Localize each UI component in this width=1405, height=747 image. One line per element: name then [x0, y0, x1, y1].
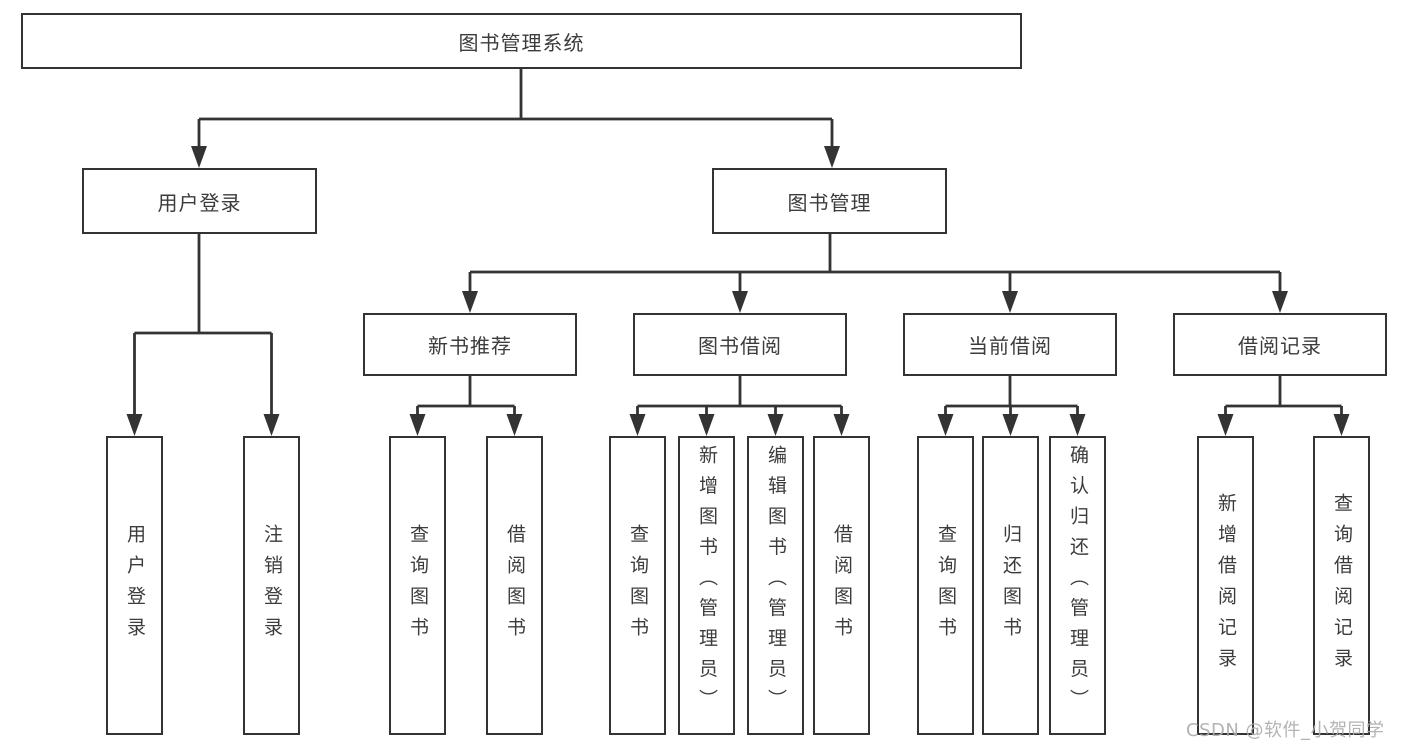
leaf-query-books-current: 查询图书 — [917, 436, 974, 735]
node-book-management-system: 图书管理系统 — [21, 13, 1022, 69]
leaf-add-borrow-record: 新增借阅记录 — [1197, 436, 1254, 735]
leaf-user-login: 用户登录 — [106, 436, 163, 735]
leaf-confirm-return-admin: 确认归还（管理员） — [1049, 436, 1106, 735]
node-borrow-records: 借阅记录 — [1173, 313, 1387, 376]
node-new-book-recommend: 新书推荐 — [363, 313, 577, 376]
node-book-borrow: 图书借阅 — [633, 313, 847, 376]
leaf-query-borrow-record: 查询借阅记录 — [1313, 436, 1370, 735]
leaf-add-book-admin: 新增图书（管理员） — [678, 436, 735, 735]
leaf-borrow-books-borrow: 借阅图书 — [813, 436, 870, 735]
leaf-query-books-borrow: 查询图书 — [609, 436, 666, 735]
leaf-edit-book-admin: 编辑图书（管理员） — [747, 436, 804, 735]
leaf-return-book: 归还图书 — [982, 436, 1039, 735]
csdn-watermark: CSDN @软件_小贺同学 — [1186, 720, 1385, 741]
node-book-management: 图书管理 — [712, 168, 947, 234]
node-current-borrow: 当前借阅 — [903, 313, 1117, 376]
leaf-borrow-books-recommend: 借阅图书 — [486, 436, 543, 735]
node-user-login: 用户登录 — [82, 168, 317, 234]
leaf-query-books-recommend: 查询图书 — [389, 436, 446, 735]
leaf-logout: 注销登录 — [243, 436, 300, 735]
